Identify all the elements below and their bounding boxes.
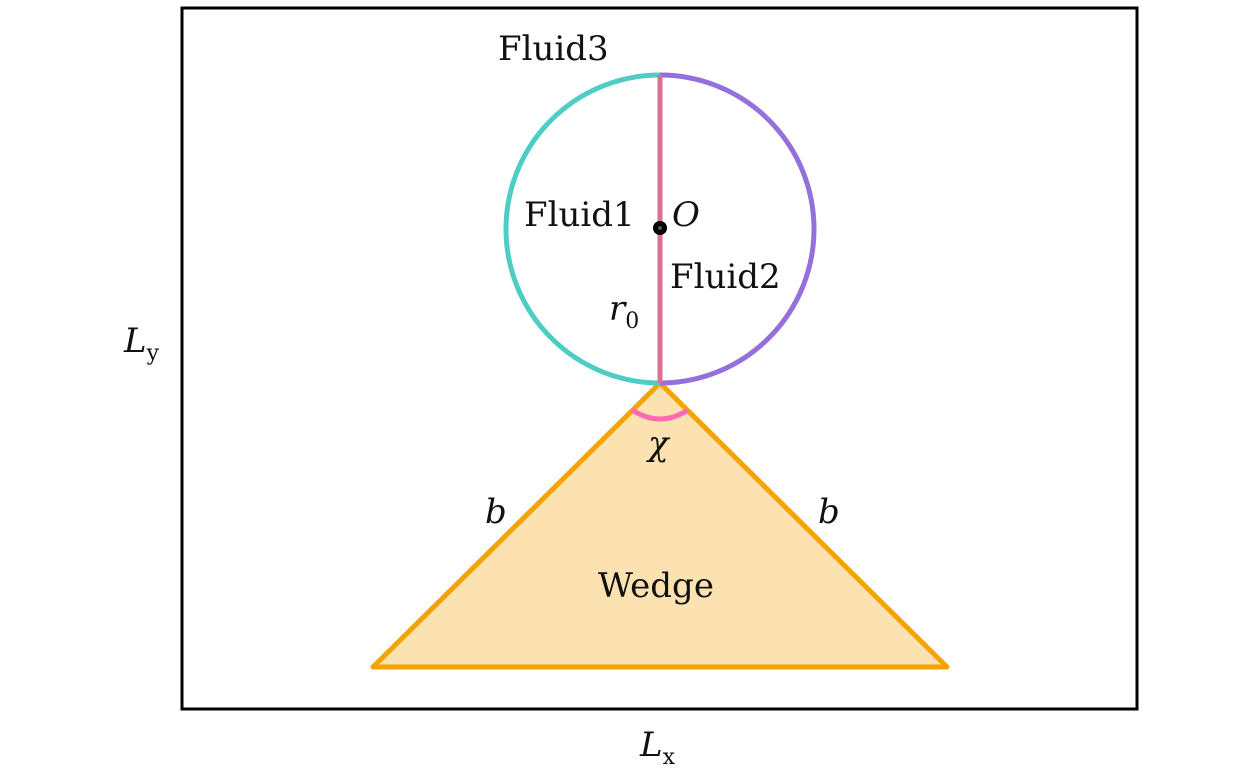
radius-label-subscript: 0 — [625, 309, 639, 334]
side-left-label: b — [485, 492, 507, 532]
radius-label: r0 — [609, 289, 639, 334]
angle-label: χ — [646, 424, 671, 464]
wedge-label: Wedge — [598, 566, 714, 606]
width-label-main: L — [639, 725, 663, 765]
domain-boundary — [180, 6, 1139, 711]
fluid2-label: Fluid2 — [670, 257, 781, 297]
height-label-subscript: y — [146, 341, 160, 366]
width-label: Lx — [639, 725, 676, 770]
wedge-triangle — [370, 380, 950, 670]
center-label: O — [672, 195, 700, 235]
fluid3-label: Fluid3 — [498, 29, 609, 69]
width-label-subscript: x — [663, 745, 676, 770]
height-label-main: L — [123, 321, 147, 361]
fluid2-arc — [659, 72, 817, 386]
side-right-label: b — [818, 492, 840, 532]
wedge-angle-arc — [630, 407, 690, 422]
fluid1-label: Fluid1 — [524, 195, 635, 235]
center-point-inner — [658, 226, 662, 230]
height-label: Ly — [123, 321, 160, 366]
fluid1-arc — [503, 72, 661, 386]
radius-label-main: r — [609, 289, 627, 329]
